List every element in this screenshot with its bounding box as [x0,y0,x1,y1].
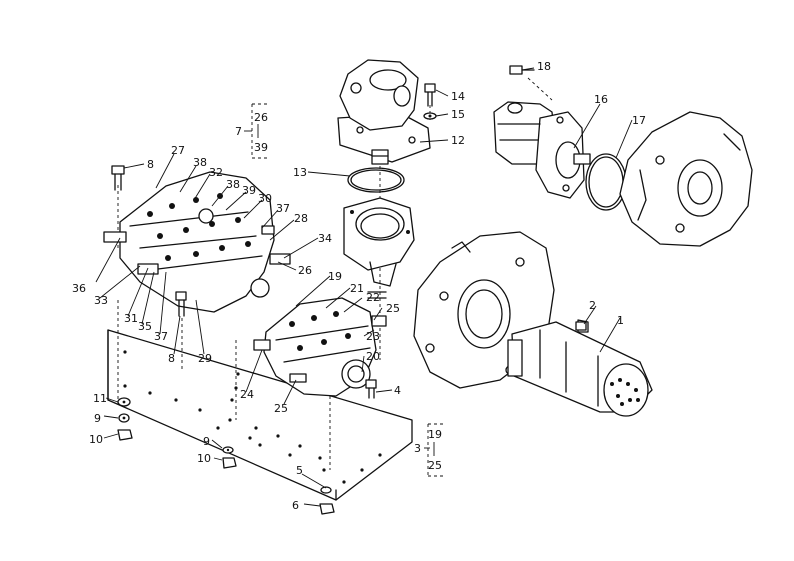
callout-9-center: 9 [203,435,210,448]
callout-3-range-start: 19 [428,428,442,441]
callout-7-range-end: 39 [254,141,268,154]
hydraulic-pump-16 [493,65,591,199]
callout-37-top: 37 [276,202,290,215]
callout-10-left: 10 [89,433,103,446]
callout-1: 1 [617,314,624,327]
callout-9-left: 9 [94,412,101,425]
callout-33: 33 [94,294,108,307]
callout-8-bottom: 8 [168,352,175,365]
callout-8-top: 8 [147,158,154,171]
callout-28: 28 [294,212,308,225]
callout-3-range-end: 25 [428,459,442,472]
callout-25-left: 25 [274,402,288,415]
callout-30: 30 [258,192,272,205]
gear-pump-1 [507,319,653,417]
callout-34: 34 [318,232,332,245]
callout-35: 35 [138,320,152,333]
callout-4: 4 [394,384,401,397]
o-ring-17 [585,153,627,211]
callout-labels: 1 2 3 19 25 4 5 6 7 26 39 8 8 9 9 10 10 … [72,60,646,512]
callout-37-bottom: 37 [154,330,168,343]
callout-20: 20 [366,350,380,363]
callout-17: 17 [632,114,646,127]
hydraulic-motor [337,59,431,165]
callout-29: 29 [198,352,212,365]
callout-7-range-start: 26 [254,111,268,124]
callout-23: 23 [366,330,380,343]
o-ring-13 [347,167,405,193]
callout-25-right: 25 [386,302,400,315]
callout-38-mid: 38 [226,178,240,191]
bracket-7 [251,103,268,159]
callout-39: 39 [242,184,256,197]
callout-27: 27 [171,144,185,157]
callout-6: 6 [292,499,299,512]
bolt-2 [575,321,587,331]
bolt-14 [423,83,437,120]
engine-housing-right [619,111,753,247]
callout-21: 21 [350,282,364,295]
callout-7: 7 [235,125,242,138]
callout-11: 11 [93,392,107,405]
control-valve-left [103,165,291,317]
callout-2: 2 [589,299,596,312]
callout-36: 36 [72,282,86,295]
bracket-3 [427,423,444,477]
callout-14: 14 [451,90,465,103]
callout-19: 19 [328,270,342,283]
callout-12: 12 [451,134,465,147]
callout-38-top: 38 [193,156,207,169]
leader-lines [95,67,633,507]
adapter-flange [343,197,415,299]
callout-18: 18 [537,60,551,73]
callout-3: 3 [414,442,421,455]
callout-15: 15 [451,108,465,121]
callout-5: 5 [296,464,303,477]
callout-10-center: 10 [197,452,211,465]
callout-26: 26 [298,264,312,277]
callout-32: 32 [209,166,223,179]
control-valve-center [253,297,387,399]
mounting-plate [107,329,413,501]
callout-13: 13 [293,166,307,179]
callout-22: 22 [366,291,380,304]
callout-24: 24 [240,388,254,401]
callout-31: 31 [124,312,138,325]
callout-16: 16 [594,93,608,106]
